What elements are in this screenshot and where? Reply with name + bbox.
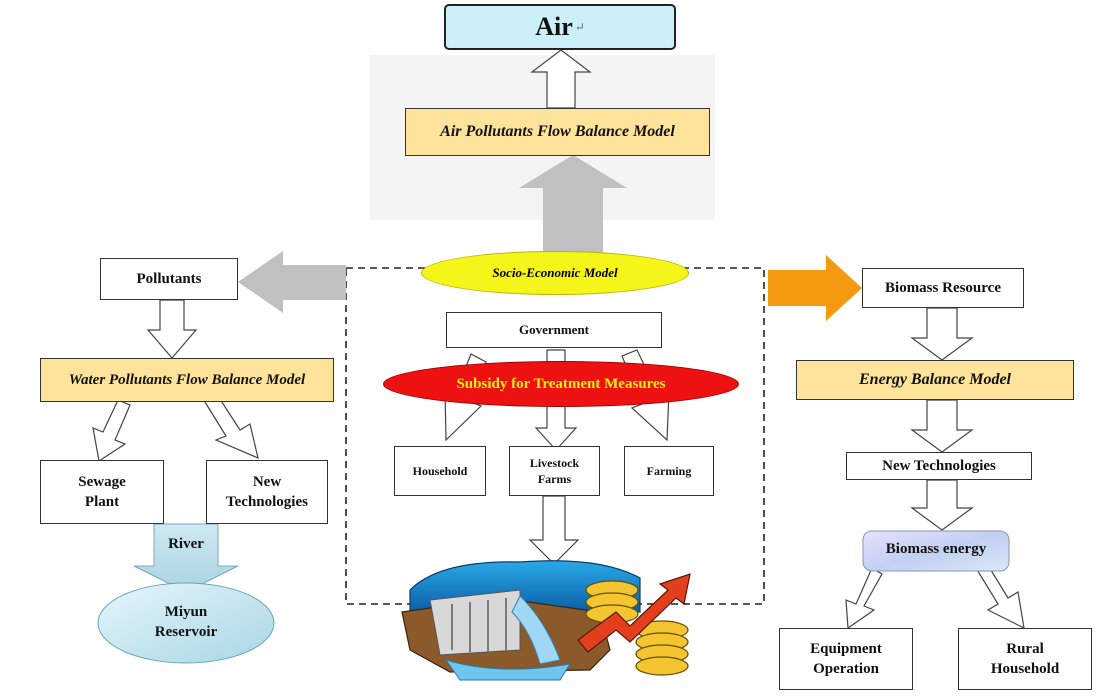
river-arrow (133, 523, 239, 593)
equipment-operation-line-1: Equipment (810, 640, 882, 657)
livestock-farms-box: Livestock Farms (509, 446, 600, 496)
right-new-technologies-label: New Technologies (882, 457, 996, 474)
arrow-air-model-to-air (530, 49, 592, 109)
sewage-plant-line-2: Plant (84, 494, 120, 510)
equipment-operation-line-2: Operation (813, 661, 879, 677)
livestock-farms-line-2: Farms (537, 472, 572, 486)
sewage-plant-line-1: Sewage (78, 473, 126, 490)
farming-label: Farming (646, 463, 692, 478)
river-label: River (168, 536, 204, 552)
household-label: Household (412, 463, 468, 478)
air-pollutants-model-label: Air Pollutants Flow Balance Model (440, 123, 675, 141)
rural-household-line-1: Rural (1006, 640, 1044, 657)
miyun-reservoir-line-2: Reservoir (154, 624, 218, 641)
arrow-pollutants-to-water-model (146, 299, 198, 359)
arrow-livestock-to-illustration (528, 495, 580, 565)
arrow-socio-to-biomass-resource (768, 255, 862, 321)
livestock-farms-line-1: Livestock (529, 455, 580, 470)
left-new-technologies-line-2: Technologies (226, 494, 308, 510)
pollutants-box: Pollutants (100, 258, 238, 300)
government-box: Government (446, 312, 662, 348)
biomass-resource-box: Biomass Resource (862, 268, 1024, 308)
energy-balance-model-label: Energy Balance Model (859, 371, 1011, 389)
rural-household-box: Rural Household (958, 628, 1092, 690)
arrow-water-model-to-new-tech (204, 395, 259, 460)
government-label: Government (518, 322, 590, 338)
equipment-operation-box: Equipment Operation (779, 628, 913, 690)
miyun-reservoir-line-1: Miyun (164, 604, 208, 620)
paragraph-mark: ↵ (574, 19, 585, 34)
left-new-technologies-line-1: New (252, 473, 282, 490)
arrow-biomass-resource-to-energy-model (910, 307, 974, 361)
arrow-water-model-to-sewage (92, 399, 131, 462)
miyun-reservoir-shape (97, 582, 275, 664)
arrow-socio-to-air-model (519, 155, 627, 254)
energy-balance-model-box: Energy Balance Model (796, 360, 1074, 400)
arrow-socio-to-pollutants (238, 251, 346, 313)
arrow-biomass-energy-to-rural (975, 561, 1025, 630)
subsidy-ellipse: Subsidy for Treatment Measures (383, 361, 739, 407)
right-new-technologies-box: New Technologies (846, 452, 1032, 480)
rural-household-line-2: Household (990, 661, 1060, 677)
arrow-new-tech-to-biomass-energy (910, 479, 974, 531)
miyun-reservoir-label: Miyun Reservoir (126, 602, 246, 643)
farming-box: Farming (624, 446, 714, 496)
air-box: Air↵ (444, 4, 676, 50)
subsidy-label: Subsidy for Treatment Measures (456, 375, 666, 392)
water-pollutants-model-box: Water Pollutants Flow Balance Model (40, 358, 334, 402)
pollutants-label: Pollutants (136, 270, 202, 287)
arrow-energy-model-to-new-tech (910, 399, 974, 453)
biomass-resource-label: Biomass Resource (885, 279, 1001, 296)
air-label: Air (535, 12, 573, 42)
socio-economic-model-ellipse: Socio-Economic Model (421, 251, 689, 295)
left-new-technologies-box: New Technologies (206, 460, 328, 524)
biomass-energy-shape (862, 530, 1010, 572)
sewage-plant-box: Sewage Plant (40, 460, 164, 524)
biomass-energy-label: Biomass energy (885, 541, 987, 557)
dam-coins-illustration (401, 560, 691, 681)
household-box: Household (394, 446, 486, 496)
water-pollutants-model-label: Water Pollutants Flow Balance Model (68, 371, 306, 388)
air-pollutants-model-box: Air Pollutants Flow Balance Model (405, 108, 710, 156)
socio-economic-model-label: Socio-Economic Model (492, 265, 618, 280)
arrow-biomass-energy-to-equipment (845, 567, 883, 630)
